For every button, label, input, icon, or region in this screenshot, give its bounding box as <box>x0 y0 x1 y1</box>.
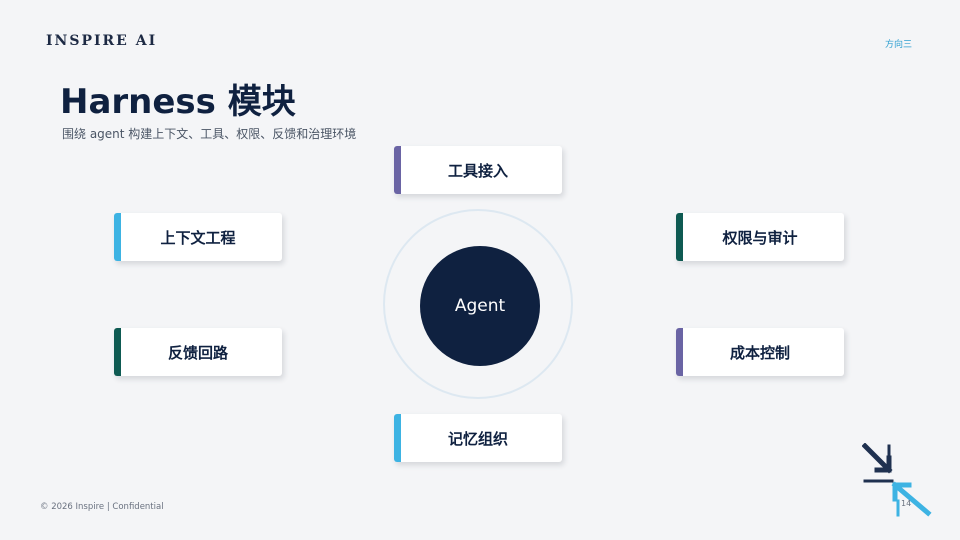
brand-logo-text: INSPIRE AI <box>46 33 158 49</box>
module-card-cost: 成本控制 <box>676 328 844 376</box>
orbit-ring <box>383 209 573 399</box>
module-card-context: 上下文工程 <box>114 213 282 261</box>
page-title: Harness 模块 <box>60 82 296 122</box>
page-subtitle: 围绕 agent 构建上下文、工具、权限、反馈和治理环境 <box>62 127 357 141</box>
module-card-permissions: 权限与审计 <box>676 213 844 261</box>
module-label: 记忆组织 <box>447 429 508 448</box>
footer-copyright: © 2026 Inspire | Confidential <box>40 502 164 512</box>
inspire-mark-icon <box>862 443 932 517</box>
module-card-feedback: 反馈回路 <box>114 328 282 376</box>
module-card-tools: 工具接入 <box>394 146 562 194</box>
agent-core: Agent <box>420 246 540 366</box>
module-label: 反馈回路 <box>167 343 228 362</box>
module-card-memory: 记忆组织 <box>394 414 562 462</box>
module-label: 权限与审计 <box>722 228 798 247</box>
card-accent-bar <box>394 414 401 462</box>
card-accent-bar <box>114 328 121 376</box>
module-label: 成本控制 <box>729 343 790 362</box>
module-label: 上下文工程 <box>160 228 236 247</box>
agent-core-label: Agent <box>454 296 506 316</box>
card-accent-bar <box>114 213 121 261</box>
card-accent-bar <box>394 146 401 194</box>
module-label: 工具接入 <box>447 161 508 180</box>
card-accent-bar <box>676 213 683 261</box>
page-number: 14 <box>901 499 912 508</box>
section-tag: 方向三 <box>884 40 912 50</box>
card-accent-bar <box>676 328 683 376</box>
